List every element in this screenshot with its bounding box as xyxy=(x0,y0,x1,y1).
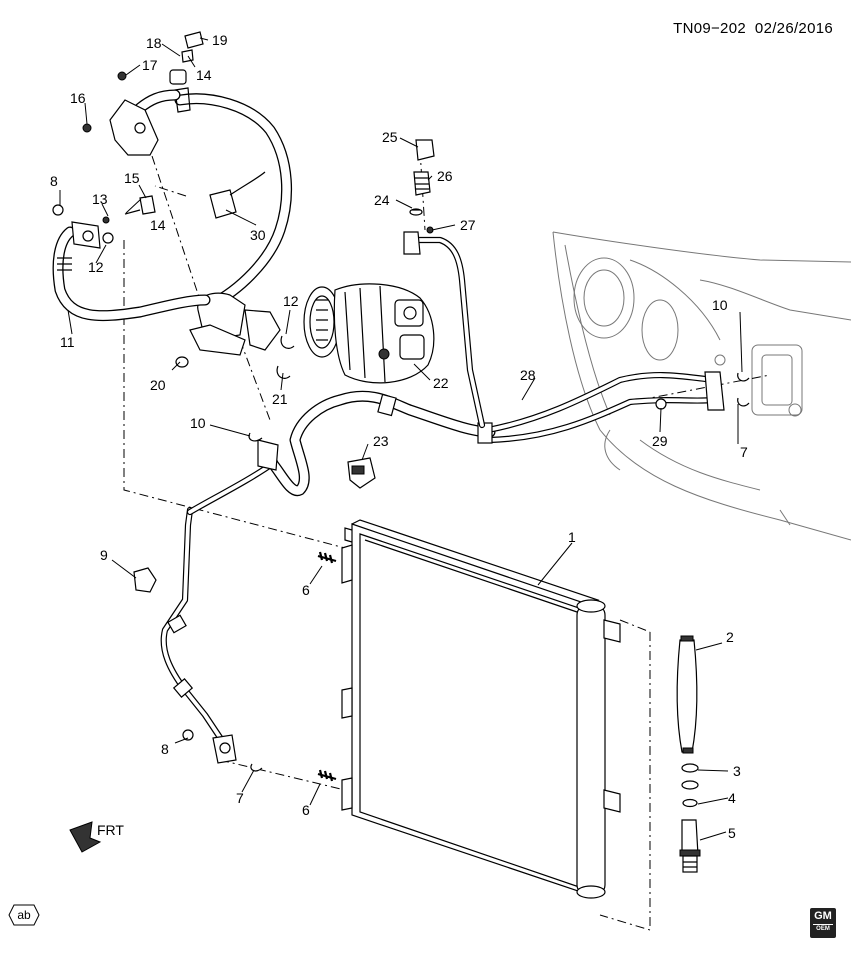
callout-20: 20 xyxy=(150,377,166,393)
hose-bracket xyxy=(82,71,159,156)
callout-6: 6 xyxy=(302,802,310,818)
liquid-line-lower xyxy=(160,506,237,764)
drawing-id: TN09−202 xyxy=(673,20,746,37)
callout-15: 15 xyxy=(124,170,140,186)
front-direction-arrow: FRT xyxy=(69,821,124,853)
gm-logo-subtext: OEM xyxy=(813,924,833,933)
line-retainer-clip xyxy=(133,567,157,593)
desiccant-cartridge xyxy=(676,635,698,754)
callout-28: 28 xyxy=(520,367,536,383)
o-ring-seals xyxy=(681,763,699,808)
desiccant-plug xyxy=(679,819,701,873)
evaporator-lines xyxy=(477,371,725,444)
callout-22: 22 xyxy=(433,375,449,391)
callout-10: 10 xyxy=(712,297,728,313)
callout-6: 6 xyxy=(302,582,310,598)
ab-logo-text: ab xyxy=(17,908,31,922)
hose-left-loop xyxy=(52,221,211,322)
callout-18: 18 xyxy=(146,35,162,51)
callout-7: 7 xyxy=(740,444,748,460)
callout-26: 26 xyxy=(437,168,453,184)
pressure-sensor xyxy=(409,139,435,234)
callout-labels: 1 2 3 4 5 6 6 7 7 8 8 9 10 10 11 12 12 1… xyxy=(50,32,748,841)
callout-19: 19 xyxy=(212,32,228,48)
vehicle-body-panel xyxy=(552,231,851,541)
discharge-hose xyxy=(257,390,496,496)
callout-27: 27 xyxy=(460,217,476,233)
callout-24: 24 xyxy=(374,192,390,208)
callout-7: 7 xyxy=(236,790,244,806)
callout-29: 29 xyxy=(652,433,668,449)
callout-1: 1 xyxy=(568,529,576,545)
callout-25: 25 xyxy=(382,129,398,145)
ab-logo-badge: ab xyxy=(8,904,40,926)
drawing-header: TN09−202 02/26/2016 xyxy=(673,20,833,37)
callout-14: 14 xyxy=(150,217,166,233)
gm-logo-text: GM xyxy=(814,910,832,922)
callout-10: 10 xyxy=(190,415,206,431)
o-rings-and-nuts xyxy=(52,204,750,772)
callout-14: 14 xyxy=(196,67,212,83)
callout-23: 23 xyxy=(373,433,389,449)
front-arrow-label: FRT xyxy=(97,822,124,838)
callout-11: 11 xyxy=(60,334,75,350)
ac-compressor xyxy=(303,283,435,384)
condenser xyxy=(341,519,621,899)
suction-hose xyxy=(134,87,292,311)
hexagon-icon xyxy=(8,904,40,926)
service-valves xyxy=(102,31,204,224)
callout-21: 21 xyxy=(272,391,288,407)
callout-13: 13 xyxy=(92,191,108,207)
callout-5: 5 xyxy=(728,825,736,841)
callout-12: 12 xyxy=(283,293,299,309)
callout-2: 2 xyxy=(726,629,734,645)
gm-logo: GM OEM xyxy=(810,908,836,938)
hose-retainer-bracket xyxy=(347,457,376,489)
hose-clip xyxy=(209,171,266,219)
drawing-date: 02/26/2016 xyxy=(754,20,833,37)
callout-3: 3 xyxy=(733,763,741,779)
leader-lines xyxy=(59,37,743,841)
condenser-mounting-bolts xyxy=(317,551,337,782)
liquid-line-upper xyxy=(186,458,279,516)
callout-8: 8 xyxy=(161,741,169,757)
callout-17: 17 xyxy=(142,57,158,73)
callout-9: 9 xyxy=(100,547,108,563)
callout-30: 30 xyxy=(250,227,266,243)
callout-16: 16 xyxy=(70,90,86,106)
pressure-sensor-line xyxy=(403,231,486,429)
callout-8: 8 xyxy=(50,173,58,189)
callout-4: 4 xyxy=(728,790,736,806)
callout-12: 12 xyxy=(88,259,104,275)
